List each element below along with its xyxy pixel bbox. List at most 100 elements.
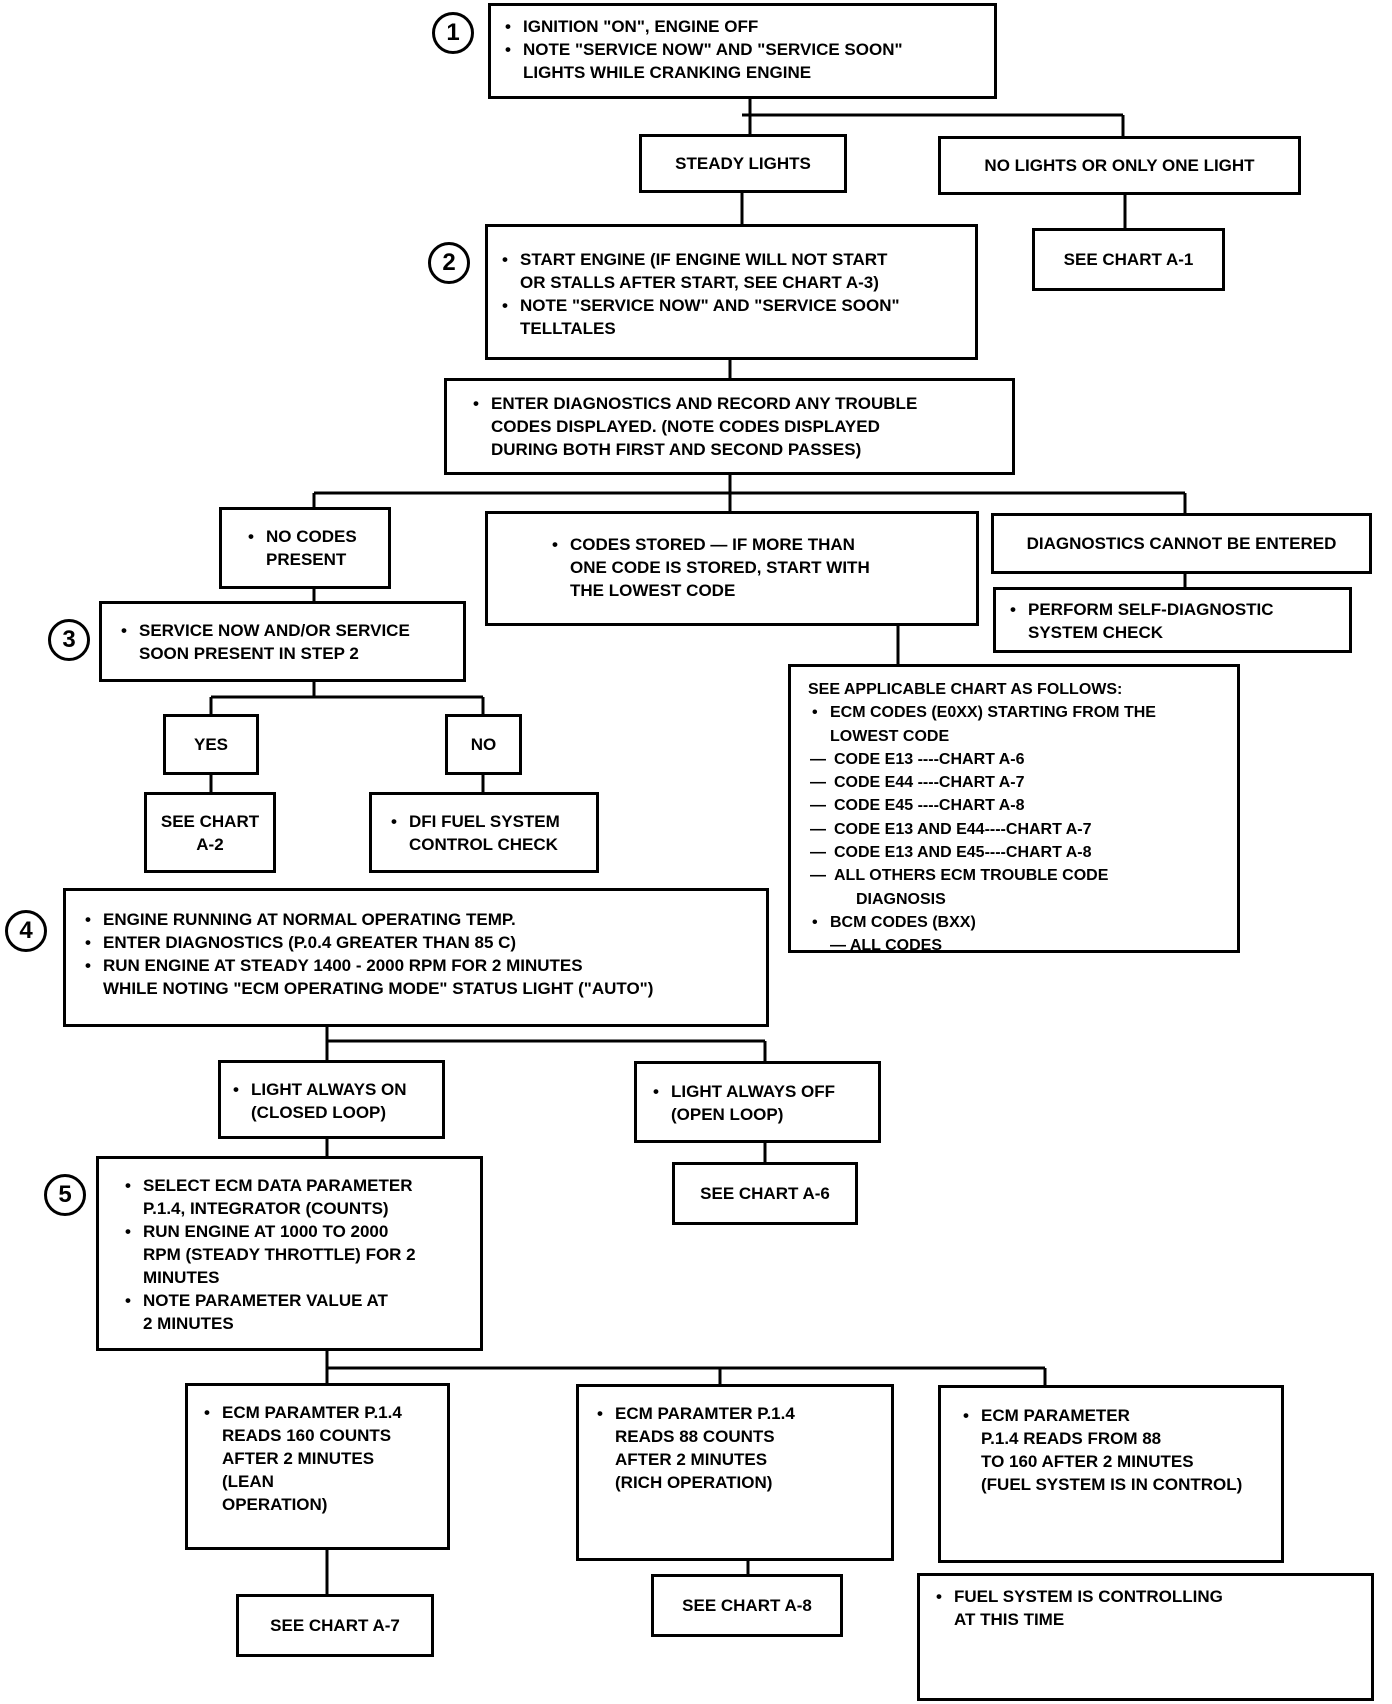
see-chart-a6-label: SEE CHART A-6 [700, 1184, 830, 1203]
box-line: ONE CODE IS STORED, START WITH [570, 558, 870, 577]
box-line: CODE E13 ----CHART A-6 [808, 748, 1229, 772]
diagnostics-cannot-label: DIAGNOSTICS CANNOT BE ENTERED [1026, 534, 1337, 553]
box-line: SELECT ECM DATA PARAMETER [121, 1174, 472, 1197]
see-chart-a7-box: SEE CHART A-7 [236, 1594, 434, 1657]
box-line: P.1.4, INTEGRATOR (COUNTS) [143, 1199, 389, 1218]
box-line: CODE E13 AND E45----CHART A-8 [808, 841, 1229, 865]
light-always-off-box: LIGHT ALWAYS OFF (OPEN LOOP) [634, 1061, 881, 1143]
dfi-fuel-system-box: DFI FUEL SYSTEM CONTROL CHECK [369, 792, 599, 873]
box-line: ENTER DIAGNOSTICS (P.0.4 GREATER THAN 85… [81, 931, 758, 954]
box-line: PRESENT [266, 550, 347, 569]
no-codes-box: NO CODES PRESENT [219, 507, 391, 589]
box-line: ENGINE RUNNING AT NORMAL OPERATING TEMP. [81, 908, 758, 931]
box-line: PERFORM SELF-DIAGNOSTIC [1006, 598, 1341, 621]
box-line: RUN ENGINE AT STEADY 1400 - 2000 RPM FOR… [81, 954, 758, 977]
step-5-box: SELECT ECM DATA PARAMETER P.1.4, INTEGRA… [96, 1156, 483, 1351]
box-line: CODES DISPLAYED. (NOTE CODES DISPLAYED [491, 417, 880, 436]
box-line: START ENGINE (IF ENGINE WILL NOT START [498, 248, 965, 271]
box-line: DFI FUEL SYSTEM [387, 810, 590, 833]
step-1-marker: 1 [432, 12, 474, 54]
box-line: RPM (STEADY THROTTLE) FOR 2 [143, 1245, 416, 1264]
box-line: ENTER DIAGNOSTICS AND RECORD ANY TROUBLE [469, 392, 1002, 415]
box-line: SEE CHART [160, 811, 260, 831]
box-line: MINUTES [143, 1268, 220, 1287]
box-line: AFTER 2 MINUTES [222, 1449, 375, 1468]
enter-diagnostics-box: ENTER DIAGNOSTICS AND RECORD ANY TROUBLE… [444, 378, 1015, 475]
box-line: OPERATION) [222, 1495, 328, 1514]
box-line: TO 160 AFTER 2 MINUTES [981, 1452, 1194, 1471]
see-chart-a7-label: SEE CHART A-7 [270, 1616, 400, 1635]
rich-operation-box: ECM PARAMTER P.1.4 READS 88 COUNTS AFTER… [576, 1384, 894, 1561]
box-line: WHILE NOTING "ECM OPERATING MODE" STATUS… [103, 979, 654, 998]
box-line: NOTE PARAMETER VALUE AT [121, 1289, 472, 1312]
box-line: ALL OTHERS ECM TROUBLE CODE [808, 864, 1229, 888]
step-4-marker: 4 [5, 910, 47, 952]
step-1-box: IGNITION "ON", ENGINE OFF NOTE "SERVICE … [488, 3, 997, 99]
box-line: LIGHT ALWAYS ON [229, 1078, 436, 1101]
steady-lights-label: STEADY LIGHTS [675, 154, 811, 173]
box-line: ECM PARAMETER [959, 1404, 1275, 1427]
see-chart-a1-box: SEE CHART A-1 [1032, 228, 1225, 291]
box-line: READS 160 COUNTS [222, 1426, 392, 1445]
step-3-marker: 3 [48, 619, 90, 661]
step-2-marker: 2 [428, 242, 470, 284]
box-line: A-2 [196, 834, 224, 854]
box-line: CONTROL CHECK [409, 835, 558, 854]
box-line: AT THIS TIME [954, 1610, 1065, 1629]
lean-operation-box: ECM PARAMTER P.1.4 READS 160 COUNTS AFTE… [185, 1383, 450, 1550]
box-line: NOTE "SERVICE NOW" AND "SERVICE SOON" [498, 294, 965, 317]
see-chart-a2-box: SEE CHART A-2 [144, 792, 276, 873]
fuel-controlling-box: FUEL SYSTEM IS CONTROLLING AT THIS TIME [917, 1573, 1374, 1701]
see-chart-a6-box: SEE CHART A-6 [672, 1162, 858, 1225]
see-chart-a8-label: SEE CHART A-8 [682, 1596, 812, 1615]
box-line: ECM PARAMTER P.1.4 [593, 1402, 885, 1425]
box-line: — ALL CODES [830, 937, 943, 955]
light-always-on-box: LIGHT ALWAYS ON (CLOSED LOOP) [218, 1060, 445, 1139]
box-line: ECM PARAMTER P.1.4 [200, 1401, 441, 1424]
step-4-box: ENGINE RUNNING AT NORMAL OPERATING TEMP.… [63, 888, 769, 1027]
box-line: DIAGNOSIS [856, 890, 946, 908]
box-line: AFTER 2 MINUTES [615, 1450, 768, 1469]
box-line: (LEAN [222, 1472, 274, 1491]
box-line: CODE E13 AND E44----CHART A-7 [808, 818, 1229, 842]
box-line: RUN ENGINE AT 1000 TO 2000 [121, 1220, 472, 1243]
box-line: BCM CODES (BXX) [808, 911, 1229, 935]
box-line: CODE E44 ----CHART A-7 [808, 771, 1229, 795]
box-line: (RICH OPERATION) [615, 1473, 773, 1492]
box-line: IGNITION "ON", ENGINE OFF [501, 15, 984, 38]
no-lights-label: NO LIGHTS OR ONLY ONE LIGHT [984, 156, 1255, 175]
box-line: THE LOWEST CODE [570, 581, 736, 600]
step-2-box: START ENGINE (IF ENGINE WILL NOT START O… [485, 224, 978, 360]
diagnostics-cannot-box: DIAGNOSTICS CANNOT BE ENTERED [991, 513, 1372, 574]
box-line: P.1.4 READS FROM 88 [981, 1429, 1162, 1448]
box-line: TELLTALES [520, 319, 616, 338]
box-line: NOTE "SERVICE NOW" AND "SERVICE SOON" [501, 38, 984, 61]
yes-label: YES [193, 735, 229, 754]
see-chart-a1-label: SEE CHART A-1 [1063, 250, 1194, 269]
box-line: LIGHTS WHILE CRANKING ENGINE [523, 63, 812, 82]
box-line: FUEL SYSTEM IS CONTROLLING [932, 1585, 1365, 1608]
box-line: SEE APPLICABLE CHART AS FOLLOWS: [808, 681, 1123, 698]
box-line: (CLOSED LOOP) [251, 1103, 387, 1122]
fuel-in-control-box: ECM PARAMETER P.1.4 READS FROM 88 TO 160… [938, 1385, 1284, 1563]
box-line: CODES STORED — IF MORE THAN [548, 533, 968, 556]
box-line: (FUEL SYSTEM IS IN CONTROL) [981, 1475, 1243, 1494]
box-line: SOON PRESENT IN STEP 2 [139, 644, 359, 663]
no-box: NO [445, 714, 522, 775]
applicable-chart-box: SEE APPLICABLE CHART AS FOLLOWS: ECM COD… [788, 664, 1240, 954]
box-line: NO CODES [244, 525, 380, 548]
box-line: ECM CODES (E0XX) STARTING FROM THE [808, 701, 1229, 725]
box-line: OR STALLS AFTER START, SEE CHART A-3) [520, 273, 879, 292]
steady-lights-box: STEADY LIGHTS [639, 134, 847, 193]
self-diagnostic-box: PERFORM SELF-DIAGNOSTIC SYSTEM CHECK [993, 587, 1352, 653]
box-line: SERVICE NOW AND/OR SERVICE [117, 619, 455, 642]
box-line: CODE E45 ----CHART A-8 [808, 794, 1229, 818]
box-line: SYSTEM CHECK [1028, 623, 1164, 642]
no-lights-box: NO LIGHTS OR ONLY ONE LIGHT [938, 136, 1301, 195]
see-chart-a2-label: SEE CHART A-2 [161, 810, 259, 856]
step-3-box: SERVICE NOW AND/OR SERVICE SOON PRESENT … [99, 601, 466, 682]
no-label: NO [470, 735, 497, 754]
yes-box: YES [163, 714, 259, 775]
box-line: 2 MINUTES [143, 1314, 234, 1333]
box-line: (OPEN LOOP) [671, 1105, 784, 1124]
